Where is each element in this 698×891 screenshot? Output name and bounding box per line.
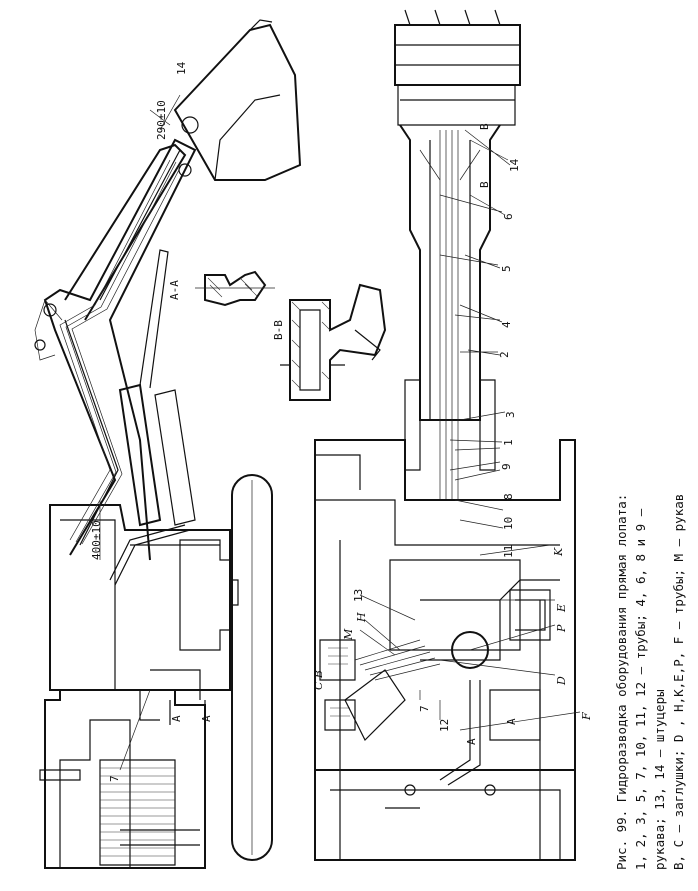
label-D: D <box>555 676 568 686</box>
label-B-1: B <box>478 123 491 130</box>
label-6: 6 <box>502 213 515 220</box>
label-4: 4 <box>500 321 513 328</box>
bucket <box>173 19 302 181</box>
label-8: 8 <box>502 493 515 500</box>
label-dim-400: 400±10 <box>90 520 103 560</box>
label-1: 1 <box>502 439 515 446</box>
label-A-side2: A <box>200 715 213 722</box>
plan-view <box>314 9 576 861</box>
counterweight-hatch <box>99 759 176 866</box>
leader-lines <box>119 129 581 771</box>
side-view <box>34 19 302 869</box>
label-K: K <box>552 547 565 557</box>
label-A-side1: A <box>170 715 183 722</box>
label-14-side: 14 <box>175 61 188 75</box>
label-P: P <box>555 624 568 633</box>
bucket-plan <box>394 9 521 126</box>
hose-bundle-M <box>344 639 441 742</box>
label-2: 2 <box>498 351 511 358</box>
label-A-plan1: A <box>465 738 478 745</box>
label-13: 13 <box>352 589 365 602</box>
label-7-plan: 7 <box>418 705 431 712</box>
label-10: 10 <box>502 517 515 530</box>
label-5: 5 <box>500 265 513 272</box>
section-b-b <box>280 283 387 401</box>
caption-line-1: Рис. 99. Гидроразводка оборудования прям… <box>614 494 629 870</box>
label-9: 9 <box>500 463 513 470</box>
label-F: F <box>580 712 593 721</box>
crawler-track <box>231 474 273 861</box>
part-labels: 14 290±10 400±10 7 A A A-A B-B B B 14 6 … <box>90 61 593 782</box>
label-E: E <box>555 604 568 613</box>
label-section-bb: B-B <box>272 320 285 340</box>
caption-line-4: В, С – заглушки; D , Н,К,Е,Р, F – трубы;… <box>671 494 686 870</box>
label-dim-290: 290±10 <box>155 100 168 140</box>
label-7-side: 7 <box>108 775 121 782</box>
label-M: M <box>342 628 355 641</box>
caption-line-3: рукава; 13, 14 – штуцеры <box>652 689 667 870</box>
label-11: 11 <box>502 545 515 558</box>
label-H: H <box>355 612 368 623</box>
label-section-aa: A-A <box>168 280 181 300</box>
label-14-plan: 14 <box>508 158 521 172</box>
label-B-2: B <box>478 181 491 188</box>
label-CB: C B <box>312 670 325 690</box>
section-a-a <box>195 270 275 307</box>
label-3: 3 <box>504 411 517 418</box>
hoist-cylinders <box>118 249 196 527</box>
label-A-plan2: A <box>505 718 518 725</box>
figure-caption: Рис. 99. Гидроразводка оборудования прям… <box>614 494 686 870</box>
caption-line-2: 1, 2, 3, 5, 7, 10, 11, 12 – трубы; 4, 6,… <box>633 508 648 870</box>
label-12: 12 <box>438 719 451 732</box>
